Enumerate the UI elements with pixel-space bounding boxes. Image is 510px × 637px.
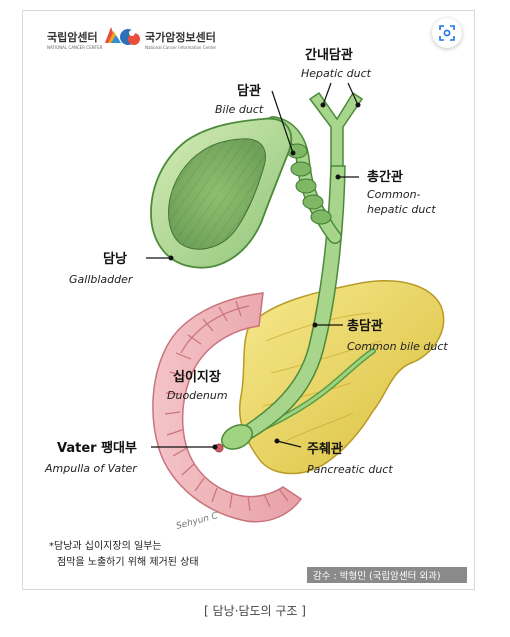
leader-lines (146, 82, 359, 448)
nci-logo-name: 국가암정보센터 (145, 30, 216, 44)
label-pancreatic-en: Pancreatic duct (307, 463, 393, 476)
label-hepatic-duct-en: Hepatic duct (301, 67, 372, 80)
lens-search-icon (439, 25, 455, 41)
label-vater-kr: Vater 팽대부 (57, 440, 137, 456)
label-common-bile-en: Common bile duct (347, 340, 448, 353)
label-pancreatic-kr: 주췌관 (307, 441, 343, 457)
label-bile-duct-kr: 담관 (237, 83, 261, 99)
anatomy-diagram: 국립암센터 NATIONAL CANCER CENTER 국가암정보센터 Nat… (44, 27, 467, 583)
ampulla-of-vater (221, 424, 253, 450)
label-bile-duct-en: Bile duct (215, 103, 264, 116)
note-line-1: *담낭과 십이지장의 일부는 (49, 540, 162, 552)
label-gallbladder-en: Gallbladder (69, 273, 134, 286)
supervisor-badge (307, 567, 467, 583)
nci-emblem-icon (120, 29, 140, 45)
nci-logo: 국가암정보센터 National Cancer Information Cent… (120, 29, 217, 50)
note-line-2: 점막을 노출하기 위해 제거된 상태 (57, 555, 199, 568)
artist-signature: Sehyun C (175, 511, 220, 532)
figure-caption: [ 담낭·담도의 구조 ] (204, 604, 306, 618)
supervisor-text: 감수 : 박형민 (국립암센터 외과) (313, 570, 441, 582)
label-gallbladder-kr: 담낭 (103, 251, 127, 267)
nci-logo-sub: National Cancer Information Center (145, 45, 217, 50)
label-common-hepatic-en1: Common- (367, 188, 421, 201)
hepatic-duct (308, 91, 364, 172)
ncc-logo-sub: NATIONAL CANCER CENTER (47, 45, 103, 50)
lens-search-button[interactable] (432, 18, 462, 48)
label-common-bile-kr: 총담관 (347, 318, 383, 334)
ncc-logo: 국립암센터 NATIONAL CANCER CENTER (47, 27, 121, 50)
label-common-hepatic-kr: 총간관 (367, 169, 403, 185)
spiral-valve (286, 143, 332, 225)
ncc-logo-name: 국립암센터 (47, 30, 98, 44)
ncc-emblem-icon (105, 27, 121, 43)
label-hepatic-duct-kr: 간내담관 (305, 47, 353, 63)
figure-frame: 국립암센터 NATIONAL CANCER CENTER 국가암정보센터 Nat… (22, 10, 475, 590)
label-vater-en: Ampulla of Vater (44, 462, 138, 475)
label-duodenum-kr: 십이지장 (173, 369, 221, 385)
label-duodenum-en: Duodenum (167, 389, 228, 402)
duodenum (152, 292, 303, 523)
leader-dots (168, 102, 361, 450)
label-common-hepatic-en2: hepatic duct (367, 203, 436, 216)
